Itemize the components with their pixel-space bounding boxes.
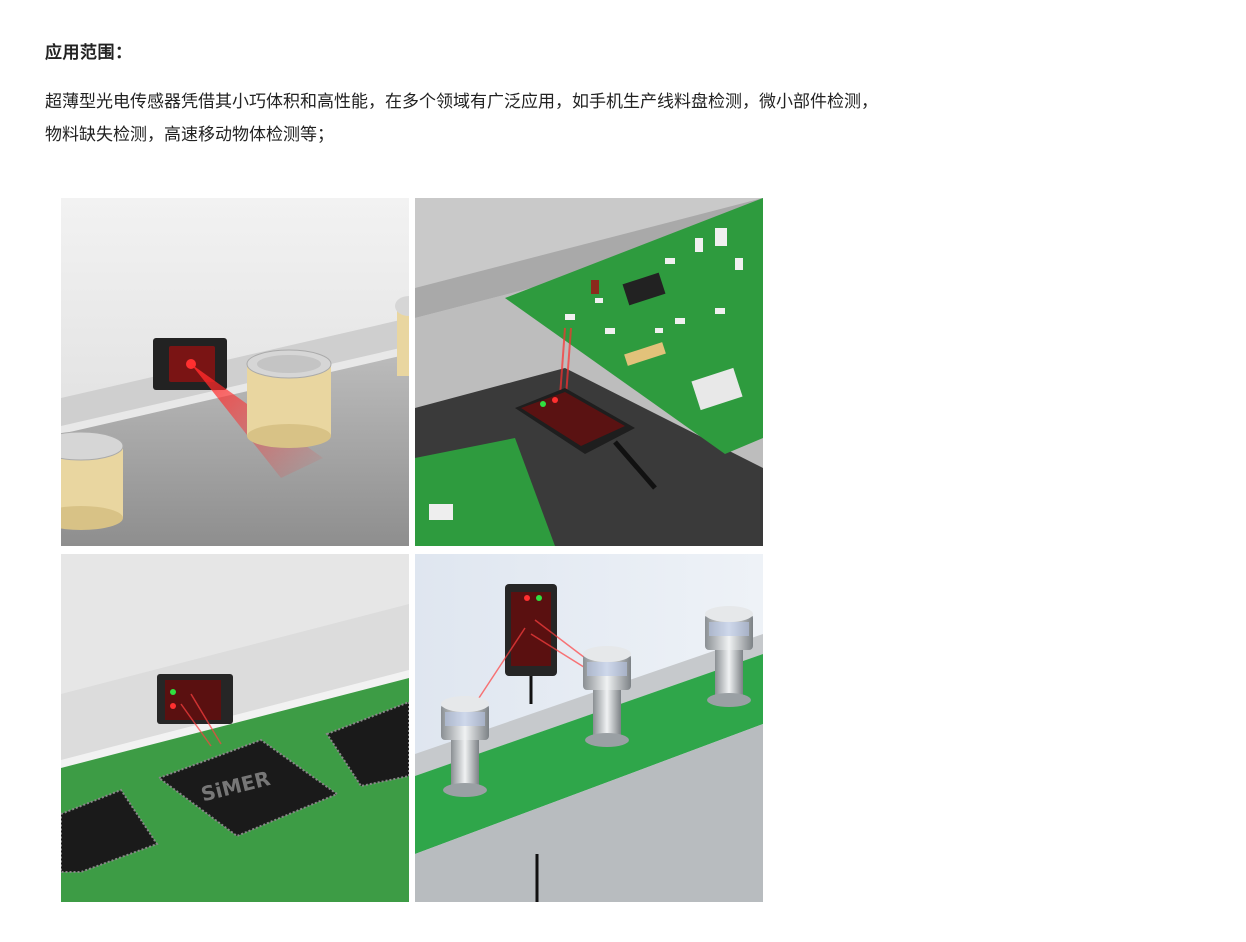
can-conveyor-image [61,198,409,546]
pcb-board-image [415,198,763,546]
heading: 应用范围： [45,43,133,63]
description-line-1: 超薄型光电传感器凭借其小巧体积和高性能，在多个领域有广泛应用，如手机生产线料盘检… [45,92,878,112]
bolt-detection-image [415,554,763,902]
chip-tray-image: SiMER [61,554,409,902]
description: 超薄型光电传感器凭借其小巧体积和高性能，在多个领域有广泛应用，如手机生产线料盘检… [45,86,1145,152]
description-line-2: 物料缺失检测，高速移动物体检测等； [45,125,334,145]
application-image-grid: SiMER [61,198,764,902]
